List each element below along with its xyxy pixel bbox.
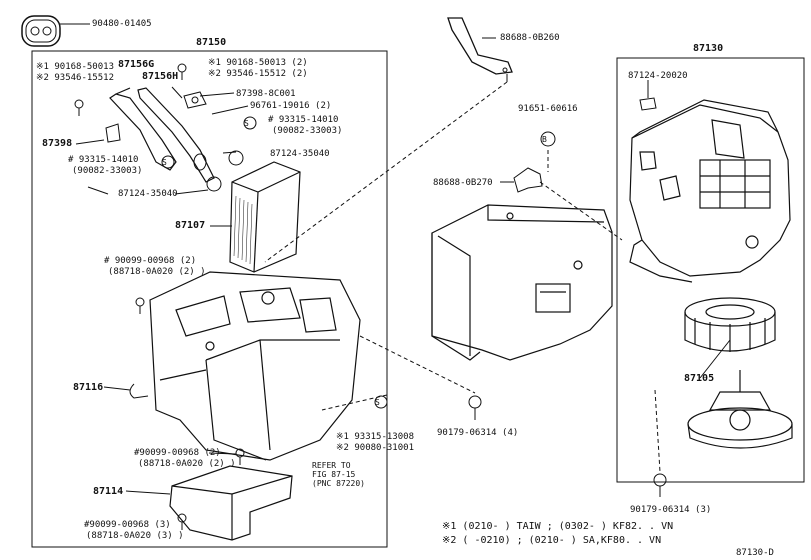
pipe-clamp-87398-8c001[interactable] [183,91,207,109]
label-note-tr-1: ※1 90168-50013 (2) [208,58,308,68]
b-symbol [540,131,556,147]
blower-fan-part[interactable] [684,297,776,352]
label-88688-0b260: 88688-0B260 [500,33,560,43]
label-refer-2: FIG 87-15 [312,470,356,479]
s-symbol-label-2: S [162,158,167,167]
footnote-1: ※1 (0210- ) TAIW ; (0302- ) KF82. . VN [442,521,674,532]
label-87105: 87105 [684,373,715,384]
heater-pipe-87156g[interactable] [109,87,177,171]
s-symbol-1 [243,116,257,130]
label-90099-c-1: #90099-00968 (3) [84,520,171,530]
label-refer-3: (PNC 87220) [312,479,365,488]
group-label-87150: 87150 [196,37,227,48]
label-90099-b-2: (88718-0A020 (2) ) [138,459,236,469]
label-note-tr-2: ※2 93546-15512 (2) [208,69,308,79]
label-90099-a-1: # 90099-00968 (2) [104,256,197,266]
label-note-bot-1: ※1 93315-13008 [336,432,414,442]
heater-unit-case-part[interactable] [149,271,361,461]
label-90099-a-2: (88718-0A020 (2) ) [108,267,206,277]
label-96761-19016: 96761-19016 (2) [250,101,332,111]
group-label-87130: 87130 [693,43,724,54]
lower-duct-part[interactable] [169,465,293,541]
label-90099-b-1: #90099-00968 (2) [134,448,221,458]
footnote-2: ※2 ( -0210) ; (0210- ) SA,KF80. . VN [442,535,662,546]
label-93315-l-1: # 93315-14010 [68,155,139,165]
label-refer-1: REFER TO [312,461,351,470]
label-90099-c-2: (88718-0A020 (3) ) [86,531,184,541]
label-87156h: 87156H [142,71,179,82]
s-symbol-label-3: S [375,398,380,407]
label-87124-35040-r: 87124-35040 [270,149,330,159]
group-frame-87130 [616,57,805,483]
label-87124-20020: 87124-20020 [628,71,688,81]
s-symbol-3 [374,395,388,409]
diagram-id: 87130-D [736,548,774,558]
center-duct-case-part[interactable] [431,204,613,361]
label-87114: 87114 [93,486,124,497]
label-87124-35040-l: 87124-35040 [118,189,178,199]
label-87398-8c001: 87398-8C001 [236,89,296,99]
label-note-tl-2: ※2 93546-15512 [36,73,114,83]
bracket-88688-0b270-part[interactable] [513,167,543,193]
label-90179-a: 90179-06314 (4) [437,428,519,438]
label-88688-0b270: 88688-0B270 [433,178,493,188]
label-93315-l-2: (90082-33003) [72,166,143,176]
s-symbol-2 [161,155,175,169]
heater-pipe-87156h[interactable] [137,87,215,183]
dashed-leaders [264,81,661,473]
hose-clamps[interactable] [193,150,244,192]
label-93315-r-2: (90082-33003) [272,126,343,136]
clip-87124-20020-part[interactable] [639,97,657,111]
solid-leaders [75,86,731,495]
b-symbol-label: B [542,135,547,144]
label-note-bot-2: ※2 90080-31001 [336,443,414,453]
heater-core-part[interactable] [229,161,301,273]
group-frame-87150 [31,50,388,548]
label-87107: 87107 [175,220,206,231]
label-87156g: 87156G [118,59,155,70]
label-87116: 87116 [73,382,104,393]
grommet-part[interactable] [21,15,61,47]
clip-87116-part[interactable] [129,383,149,399]
label-87398: 87398 [42,138,73,149]
screw-parts[interactable] [74,63,245,530]
bracket-part[interactable] [447,17,513,82]
grommet-90179-b[interactable] [653,473,667,497]
label-93315-r-1: # 93315-14010 [268,115,339,125]
grommet-90179-a[interactable] [468,395,482,420]
pipe-clamp-87398[interactable] [105,123,121,143]
label-note-tl-1: ※1 90168-50013 [36,62,114,72]
label-90179-b: 90179-06314 (3) [630,505,712,515]
blower-housing-part[interactable] [629,99,791,283]
blower-motor-part[interactable] [687,370,793,449]
s-symbol-label-1: S [244,119,249,128]
label-91651-60616: 91651-60616 [518,104,578,114]
label-90480-01405: 90480-01405 [92,19,152,29]
